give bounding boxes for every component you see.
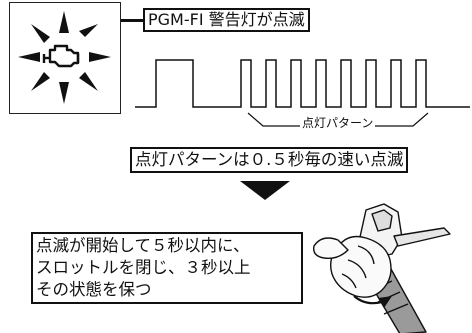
lamp-connector-line — [121, 19, 143, 22]
engine-check-lamp-icon — [18, 11, 111, 104]
instruction-line: その状態を保つ — [36, 280, 152, 299]
pattern-caption-text: 点灯パターンは０.５秒毎の速い点滅 — [135, 150, 404, 169]
pattern-caption: 点灯パターンは０.５秒毎の速い点滅 — [130, 147, 409, 173]
warning-lamp-label-text: PGM-FI 警告灯が点滅 — [148, 10, 305, 29]
blink-pattern-label: 点灯パターン — [300, 116, 376, 130]
warning-lamp-frame — [9, 2, 121, 114]
instruction-box: 点滅が開始して５秒以内に、 スロットルを閉じ、３秒以上 その状態を保つ — [31, 232, 303, 304]
warning-lamp-label: PGM-FI 警告灯が点滅 — [143, 8, 310, 32]
down-triangle-arrow-icon — [240, 181, 290, 200]
throttle-grip-illustration — [313, 203, 451, 333]
blink-pattern-label-text: 点灯パターン — [302, 116, 374, 130]
instruction-line: スロットルを閉じ、３秒以上 — [36, 258, 251, 277]
instruction-line: 点滅が開始して５秒以内に、 — [36, 236, 250, 255]
